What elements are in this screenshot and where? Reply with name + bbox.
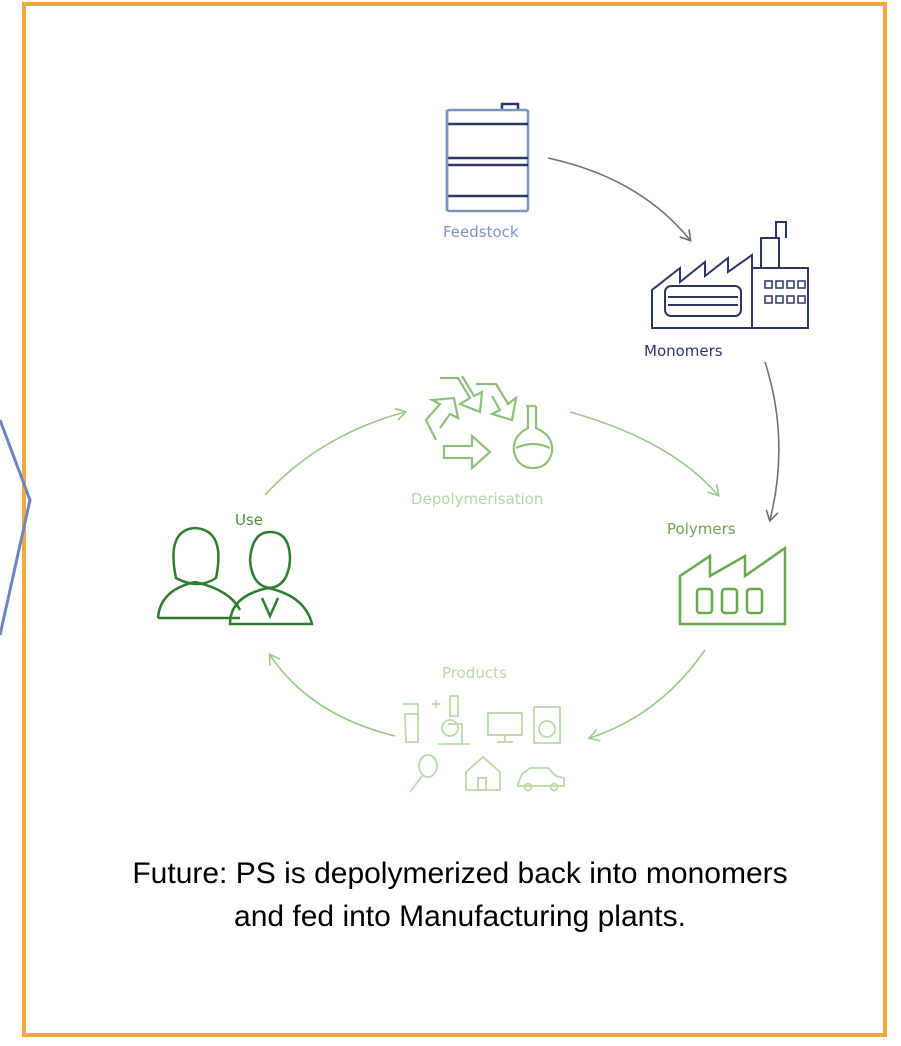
spray-bottle-icon (403, 703, 419, 743)
racket-icon (409, 754, 438, 793)
arrow-monomers-to-polymers (764, 361, 780, 523)
arrow-depolymerisation-to-polymers (569, 411, 720, 497)
caption-line-2: and fed into Manufacturing plants. (234, 900, 686, 933)
house-icon (465, 755, 501, 791)
slide-frame (22, 2, 887, 1037)
washing-machine-icon (533, 706, 561, 744)
factory-icon-monomers (651, 221, 809, 329)
barrel-icon (445, 102, 530, 213)
people-icon (156, 526, 314, 626)
arrow-use-to-depolymerisation (264, 407, 408, 496)
factory-icon-polymers (678, 545, 787, 626)
car-icon (517, 767, 565, 792)
label-products: Products (442, 664, 507, 682)
caption-line-1: Future: PS is depolymerized back into mo… (132, 857, 788, 890)
arrow-polymers-to-products (587, 649, 706, 742)
label-depolymerisation: Depolymerisation (411, 490, 544, 508)
label-polymers: Polymers (667, 520, 736, 538)
arrow-feedstock-to-monomers (547, 157, 692, 242)
label-monomers: Monomers (644, 342, 723, 360)
microscope-icon (432, 695, 470, 745)
recycle-flask-icon (424, 375, 554, 471)
arrow-products-to-use (268, 652, 396, 737)
products-icons (403, 695, 565, 793)
label-feedstock: Feedstock (443, 223, 519, 241)
label-use: Use (235, 511, 264, 529)
caption: Future: PS is depolymerized back into mo… (30, 852, 890, 938)
monitor-icon (487, 712, 523, 743)
